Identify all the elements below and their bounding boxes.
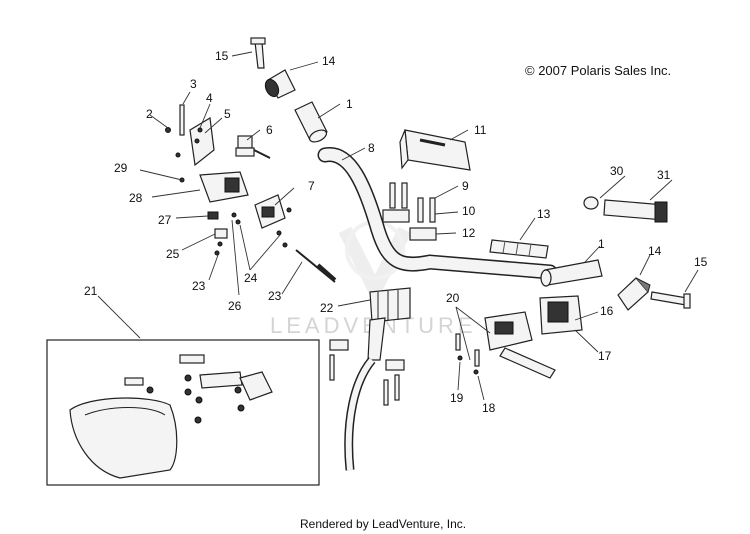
callout-15-right: 15 [694,255,708,269]
callout-29: 21 [84,284,98,298]
callout-14-right: 14 [648,244,662,258]
grip-cap-part[interactable] [583,196,599,210]
left-control-assembly-part[interactable] [165,104,292,256]
callout-labels: 15 14 1 3 4 2 5 6 8 11 9 10 12 13 1 30 3… [84,49,708,415]
callout-31: 31 [657,168,671,182]
callout-27: 28 [129,191,143,205]
callout-23-right: 24 [244,271,258,285]
bolt-right-part[interactable] [650,291,691,309]
handguard-assembly-part[interactable] [69,354,273,479]
callout-17: 17 [598,349,612,363]
footer-text: Rendered by LeadVenture, Inc. [300,517,466,531]
callout-19: 19 [450,391,464,405]
crossbar-pad-part[interactable] [399,129,471,171]
right-control-assembly-part[interactable] [455,295,583,379]
callout-20: 20 [446,291,460,305]
callout-26: 27 [158,213,172,227]
bar-end-top-part[interactable] [263,69,296,99]
callout-3: 3 [190,77,197,91]
callout-12: 12 [462,226,476,240]
callout-15-top: 15 [215,49,229,63]
callout-13: 13 [537,207,551,221]
callout-28: 29 [114,161,128,175]
callout-25: 26 [228,299,242,313]
callout-22: 23 [268,289,282,303]
callout-10: 10 [462,204,476,218]
callout-14-top: 14 [322,54,336,68]
callout-9: 9 [462,179,469,193]
clamp-bolts-part[interactable] [382,182,437,241]
grip-left-part[interactable] [294,101,328,144]
throttle-grip-part[interactable] [489,239,549,259]
inset-frame [46,339,320,486]
bar-end-right-part[interactable] [617,277,651,311]
callout-1-right: 1 [598,237,605,251]
steering-post-part[interactable] [329,287,411,471]
callout-24: 25 [166,247,180,261]
callout-1-top: 1 [346,97,353,111]
callout-16: 16 [600,304,614,318]
callout-6: 6 [266,123,273,137]
leader-lines [97,51,699,401]
cable-pin-part[interactable] [295,249,337,283]
bolt-top-part[interactable] [250,37,266,69]
handlebar-part[interactable] [317,147,558,280]
callout-30: 30 [610,164,624,178]
callout-18: 18 [482,401,496,415]
callout-2: 2 [146,107,153,121]
callout-21: 22 [320,301,334,315]
hand-grip-part[interactable] [603,199,668,223]
callout-11: 11 [474,123,487,137]
grip-right-part[interactable] [540,259,603,287]
callout-4: 4 [206,91,213,105]
callout-23-left: 23 [192,279,206,293]
callout-7: 7 [308,179,315,193]
callout-5: 5 [224,107,231,121]
callout-8: 8 [368,141,375,155]
copyright-text: © 2007 Polaris Sales Inc. [525,63,671,78]
